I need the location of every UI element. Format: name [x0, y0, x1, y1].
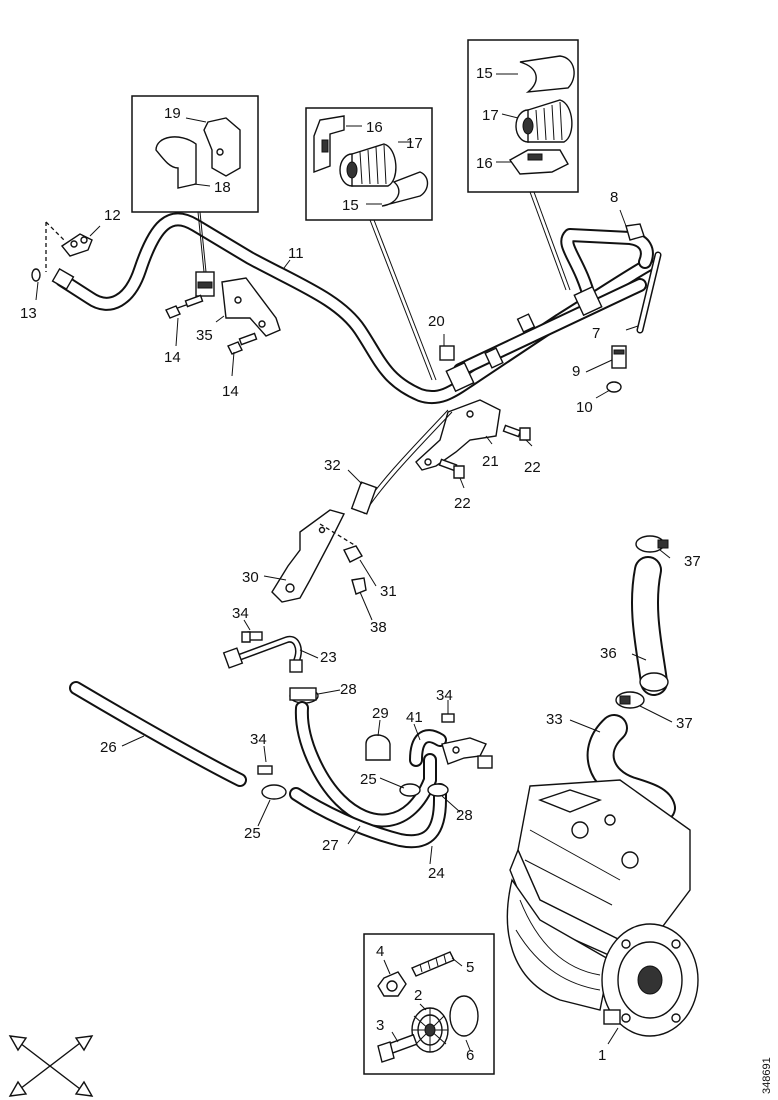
callout-5: 5 [466, 959, 474, 976]
clip-8 [625, 223, 645, 241]
callout-27: 27 [322, 837, 339, 854]
drawing-number: 348691 [761, 1057, 773, 1094]
nut-31 [343, 545, 363, 563]
callout-13: 13 [20, 305, 37, 322]
callout-22-left: 22 [454, 495, 471, 512]
callout-32: 32 [324, 457, 341, 474]
clamp-28-upper [289, 687, 319, 704]
hose-27 [294, 701, 437, 828]
inset-drive-assembly [363, 933, 495, 1075]
callout-2: 2 [414, 987, 422, 1004]
callout-18: 18 [214, 179, 231, 196]
clamp-37-upper [635, 535, 669, 553]
callout-1: 1 [598, 1047, 606, 1064]
callout-24: 24 [428, 865, 445, 882]
callout-34-upper: 34 [232, 605, 249, 622]
connector-7 [636, 251, 662, 334]
inset-bracket-assembly [131, 95, 259, 273]
callout-37-upper: 37 [684, 553, 701, 570]
bolt-38 [351, 577, 367, 595]
bracket-41 [441, 737, 493, 769]
bolt-14-lower [227, 332, 258, 355]
callout-7: 7 [592, 325, 600, 342]
callout-22-right: 22 [524, 459, 541, 476]
callout-4: 4 [376, 943, 384, 960]
fitting-34-upper [241, 631, 263, 643]
clamp-28-lower [427, 783, 449, 797]
air-pipe-11 [55, 212, 655, 405]
air-compressor-1 [506, 779, 699, 1037]
callout-28-upper: 28 [340, 681, 357, 698]
bracket-35 [195, 271, 281, 337]
gasket-6 [449, 995, 479, 1037]
bolt-22-left [438, 458, 465, 479]
callout-38: 38 [370, 619, 387, 636]
callout-19: 19 [164, 105, 181, 122]
fitting-34-right [441, 713, 455, 723]
sensor-32 [350, 409, 453, 515]
callout-30: 30 [242, 569, 259, 586]
callout-25-left: 25 [244, 825, 261, 842]
gear-2 [411, 1007, 449, 1053]
pipe-26 [69, 681, 247, 787]
grommet-17-middle [339, 143, 397, 187]
callout-8: 8 [610, 189, 618, 206]
callout-34-right: 34 [436, 687, 453, 704]
callout-6: 6 [466, 1047, 474, 1064]
callout-14-lower: 14 [222, 383, 239, 400]
leader-lines [35, 209, 673, 1045]
bolt-14-upper [165, 294, 204, 319]
callout-9: 9 [572, 363, 580, 380]
bolt-3 [377, 1033, 418, 1063]
callout-33: 33 [546, 711, 563, 728]
bolt-22-right [502, 424, 531, 441]
callout-3: 3 [376, 1017, 384, 1034]
orientation-cross-arrows-icon [8, 1035, 94, 1097]
bracket-21 [415, 399, 501, 471]
callout-16-middle: 16 [366, 119, 383, 136]
grommet-17-top-right [515, 99, 573, 143]
clamp-29 [365, 734, 391, 761]
callout-28-lower: 28 [456, 807, 473, 824]
seal-10 [606, 381, 622, 393]
inset-clamp-assembly-middle [305, 107, 437, 381]
callout-25-right: 25 [360, 771, 377, 788]
fitting-34-middle [257, 765, 273, 775]
callout-numbers: 1 2 3 4 5 6 7 8 9 10 11 12 13 14 14 15 1… [20, 65, 701, 1064]
bracket-30 [271, 509, 357, 603]
clamp-25-left [261, 784, 287, 800]
callout-14-upper: 14 [164, 349, 181, 366]
callout-41: 41 [406, 709, 423, 726]
callout-26: 26 [100, 739, 117, 756]
callout-29: 29 [372, 705, 389, 722]
callout-16-top: 16 [476, 155, 493, 172]
nut-4 [377, 971, 407, 997]
clip-12 [45, 221, 93, 272]
callout-10: 10 [576, 399, 593, 416]
callout-36: 36 [600, 645, 617, 662]
pipe-end-fitting [31, 267, 75, 291]
clamp-37-lower [615, 691, 645, 709]
callout-37-lower: 37 [676, 715, 693, 732]
callout-17-top: 17 [482, 107, 499, 124]
callout-11: 11 [288, 245, 304, 262]
hose-24 [289, 729, 447, 849]
clamp-25-right [399, 783, 421, 797]
inset-clamp-assembly-top-right [467, 39, 579, 291]
callout-15-top: 15 [476, 65, 493, 82]
union-9 [611, 345, 627, 369]
pipe-clamp-20 [439, 285, 603, 393]
callout-20: 20 [428, 313, 445, 330]
callout-23: 23 [320, 649, 337, 666]
callout-12: 12 [104, 207, 121, 224]
callout-17-middle: 17 [406, 135, 423, 152]
callout-21: 21 [482, 453, 499, 470]
callout-31: 31 [380, 583, 397, 600]
callout-35: 35 [196, 327, 213, 344]
callout-34-middle: 34 [250, 731, 267, 748]
pipe-23 [222, 635, 303, 673]
hose-36 [630, 556, 669, 696]
callout-15-middle: 15 [342, 197, 359, 214]
